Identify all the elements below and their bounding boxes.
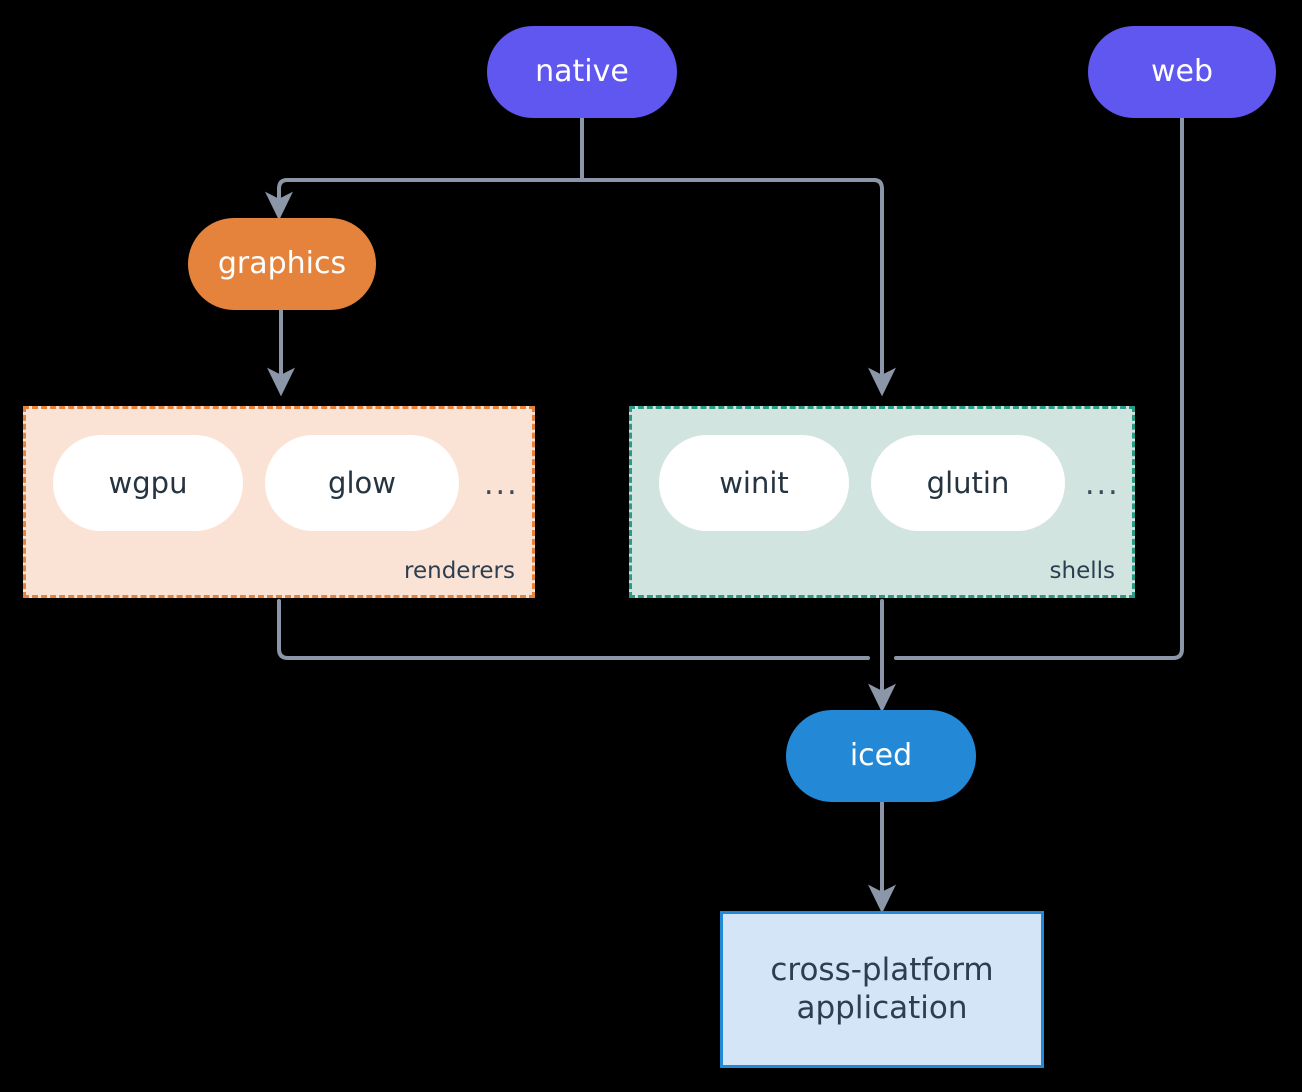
chip-wgpu[interactable]: wgpu	[53, 435, 243, 531]
shells-overflow-ellipsis: ...	[1085, 467, 1120, 502]
edge-native-to-graphics	[265, 178, 584, 221]
node-web-label: web	[1150, 53, 1214, 89]
edge-renderers-to-iced	[277, 599, 870, 660]
node-application-line1: cross-platform	[770, 951, 994, 988]
node-web[interactable]: web	[1088, 26, 1276, 118]
node-native[interactable]: native	[487, 26, 677, 118]
node-graphics[interactable]: graphics	[188, 218, 376, 310]
chip-glow[interactable]: glow	[265, 435, 459, 531]
node-native-label: native	[535, 53, 629, 89]
node-iced[interactable]: iced	[786, 710, 976, 802]
node-application-line2: application	[796, 989, 968, 1026]
chip-glutin[interactable]: glutin	[871, 435, 1065, 531]
chip-glutin-label: glutin	[926, 466, 1010, 500]
group-renderers-label: renderers	[404, 558, 515, 584]
renderers-overflow-ellipsis: ...	[484, 467, 519, 502]
node-graphics-label: graphics	[217, 245, 347, 281]
group-shells[interactable]: winit glutin ... shells	[629, 406, 1135, 598]
chip-winit[interactable]: winit	[659, 435, 849, 531]
group-renderers[interactable]: wgpu glow ... renderers	[23, 406, 535, 598]
chip-glow-label: glow	[328, 466, 396, 500]
chip-wgpu-label: wgpu	[108, 466, 188, 500]
chip-winit-label: winit	[719, 466, 789, 500]
node-iced-label: iced	[849, 737, 913, 773]
group-shells-label: shells	[1049, 558, 1115, 584]
edge-native-to-shells	[580, 178, 897, 397]
node-application[interactable]: cross-platform application	[720, 911, 1044, 1068]
